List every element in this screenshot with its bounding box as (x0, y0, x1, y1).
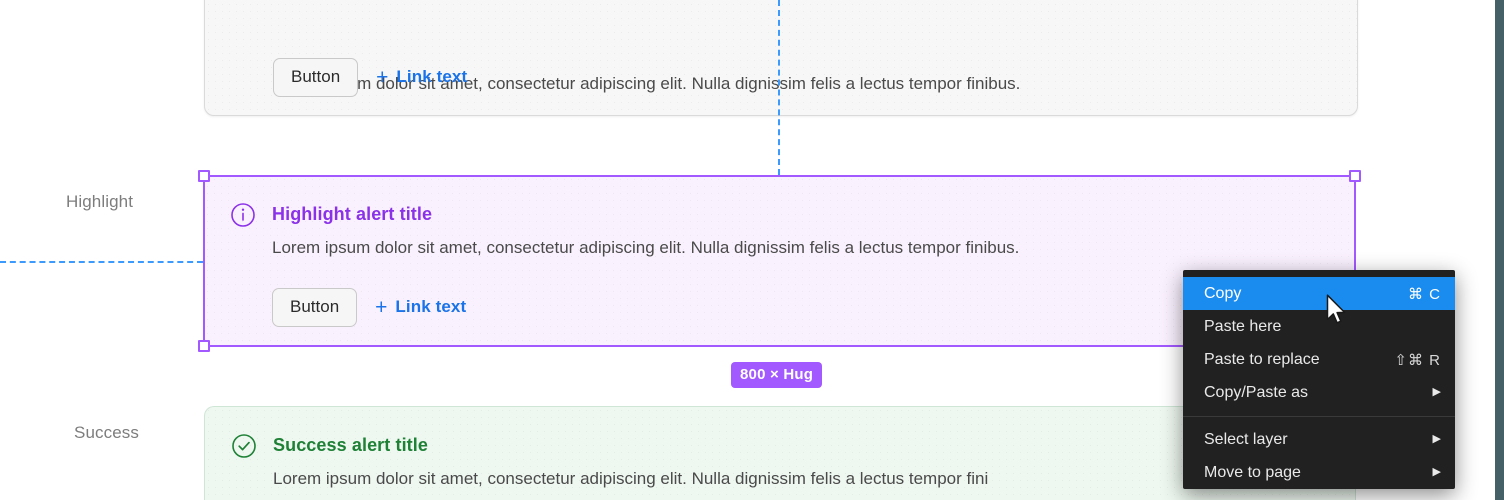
alert-link-neutral[interactable]: + Link text (376, 67, 467, 88)
context-menu-item-paste-here[interactable]: Paste here (1183, 310, 1455, 343)
alert-button-highlight[interactable]: Button (272, 288, 358, 327)
smart-guide-vertical (778, 0, 780, 175)
row-label-highlight: Highlight (66, 192, 134, 211)
info-circle-icon (230, 202, 256, 228)
context-menu-label: Select layer (1204, 430, 1288, 448)
context-menu-item-copy[interactable]: Copy ⌘ C (1183, 277, 1455, 310)
context-menu-item-select-layer[interactable]: Select layer ▶ (1183, 423, 1455, 456)
context-menu-item-paste-to-replace[interactable]: Paste to replace ⇧⌘ R (1183, 343, 1455, 376)
alert-actions-highlight: Button + Link text (272, 288, 466, 327)
alert-link-highlight[interactable]: + Link text (375, 297, 466, 318)
smart-guide-horizontal (0, 261, 203, 263)
selection-size-badge: 800 × Hug (731, 362, 823, 388)
context-menu[interactable]: Copy ⌘ C Paste here Paste to replace ⇧⌘ … (1183, 270, 1455, 489)
plus-icon: + (376, 65, 389, 89)
context-menu-label: Copy (1204, 284, 1242, 302)
alert-link-label-highlight: Link text (395, 297, 467, 317)
alert-body-highlight: Lorem ipsum dolor sit amet, consectetur … (272, 238, 1020, 257)
alert-actions-neutral: Button + Link text (273, 58, 467, 97)
alert-title-highlight: Highlight alert title (272, 204, 433, 224)
context-menu-item-move-to-page[interactable]: Move to page ▶ (1183, 456, 1455, 489)
context-menu-label: Copy/Paste as (1204, 383, 1309, 401)
submenu-arrow-icon: ▶ (1432, 386, 1441, 398)
context-menu-shortcut: ⌘ C (1408, 285, 1441, 303)
context-menu-shortcut: ⇧⌘ R (1394, 351, 1441, 369)
row-label-success: Success (74, 423, 139, 442)
alert-title-success: Success alert title (273, 435, 428, 455)
check-circle-icon (231, 433, 257, 459)
right-edge-strip (1495, 0, 1504, 500)
submenu-arrow-icon: ▶ (1432, 433, 1441, 445)
context-menu-label: Paste here (1204, 317, 1282, 335)
alert-body-neutral: Lorem ipsum dolor sit amet, consectetur … (273, 74, 1021, 93)
submenu-arrow-icon: ▶ (1432, 466, 1441, 478)
context-menu-item-copy-paste-as[interactable]: Copy/Paste as ▶ (1183, 376, 1455, 409)
context-menu-label: Paste to replace (1204, 350, 1320, 368)
context-menu-separator (1183, 416, 1455, 417)
context-menu-label: Move to page (1204, 463, 1301, 481)
alert-body-success: Lorem ipsum dolor sit amet, consectetur … (273, 469, 989, 488)
plus-icon: + (375, 295, 388, 319)
alert-button-neutral[interactable]: Button (273, 58, 359, 97)
alert-link-label-neutral: Link text (396, 67, 468, 87)
alert-card-neutral[interactable]: Lorem ipsum dolor sit amet, consectetur … (204, 0, 1358, 116)
